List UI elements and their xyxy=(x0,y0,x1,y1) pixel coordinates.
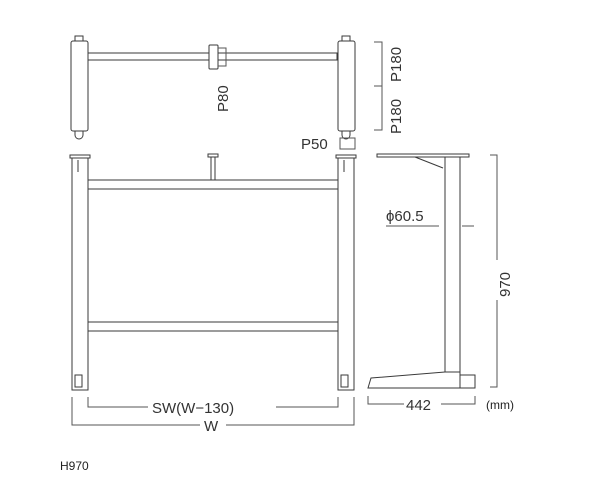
side-column xyxy=(444,156,461,376)
top-view: P80 P180 P180 P50 xyxy=(70,35,405,153)
unit-label: (mm) xyxy=(486,398,514,412)
depth-label: 442 xyxy=(406,397,431,414)
front-view: SW(W−130) W xyxy=(69,153,357,435)
side-foot xyxy=(459,374,476,389)
width-label: W xyxy=(204,418,219,435)
side-top-plate xyxy=(376,153,470,158)
front-left-foot xyxy=(74,374,83,388)
top-left-post xyxy=(70,40,89,132)
top-right-post xyxy=(337,40,356,132)
front-right-foot xyxy=(340,374,349,388)
height-label: 970 xyxy=(497,272,514,297)
front-center-post xyxy=(210,156,216,181)
side-base xyxy=(367,371,461,389)
clamp-pitch-label: P80 xyxy=(215,85,232,112)
pipe-diameter-label: ϕ60.5 xyxy=(386,208,424,225)
inner-width-label: SW(W−130) xyxy=(152,400,234,417)
pitch-lower-label: P180 xyxy=(388,99,405,134)
side-view: ϕ60.5 970 442 (mm) xyxy=(367,153,514,414)
foot-pitch-marker xyxy=(339,137,356,150)
foot-pitch-label: P50 xyxy=(301,136,328,153)
front-left-leg xyxy=(71,157,89,391)
pitch-upper-label: P180 xyxy=(388,47,405,82)
front-upper-crossbar xyxy=(87,179,339,190)
center-clamp xyxy=(208,44,219,70)
front-right-leg xyxy=(337,157,355,391)
front-lower-crossbar xyxy=(87,321,339,332)
model-title: H970 xyxy=(60,459,89,473)
